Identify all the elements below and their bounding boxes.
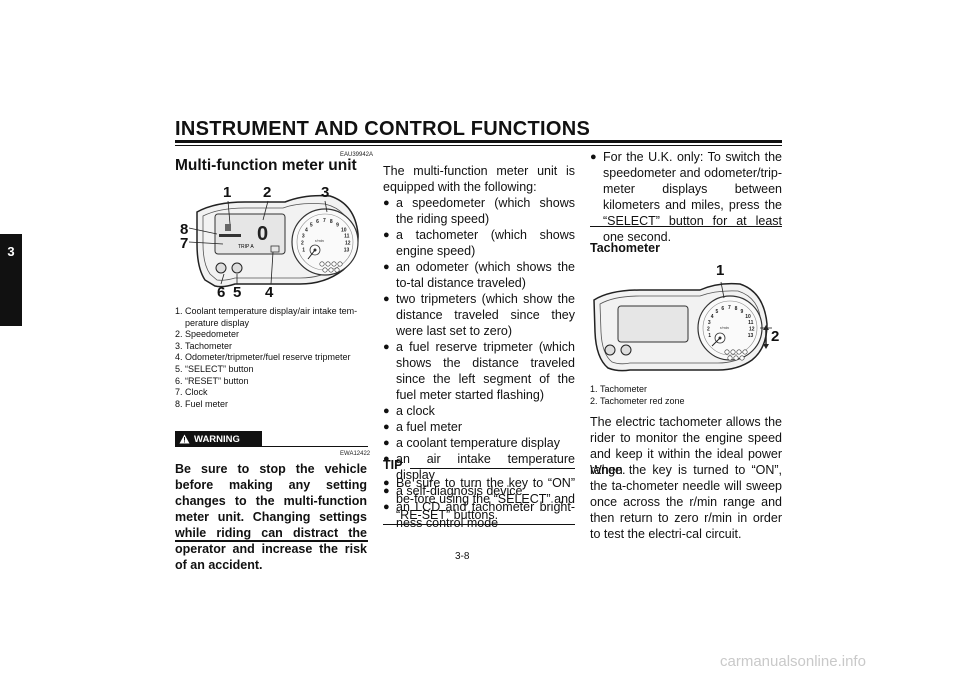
tip-bottom-rule — [383, 524, 575, 525]
list-item: ●two tripmeters (which show the distance… — [383, 292, 575, 338]
figure-label-5: 5 — [233, 284, 242, 301]
gauge-number: 8 — [735, 306, 738, 312]
gauge-number: 8 — [330, 219, 333, 225]
tach-figure-label-1: 1 — [716, 262, 725, 279]
header-rule — [175, 140, 782, 143]
tach-paragraph-1: The electric tachometer allows the rider… — [590, 415, 782, 477]
gauge-number: 12 — [749, 327, 755, 333]
gauge-number: 6 — [721, 306, 724, 312]
gauge-number: 6 — [316, 219, 319, 225]
list-item: ●a fuel meter — [383, 420, 463, 434]
section-title: Multi-function meter unit — [175, 157, 357, 174]
warning-text: Be sure to stop the vehicle before makin… — [175, 462, 367, 572]
gauge-number: 7 — [323, 218, 326, 224]
tachometer-heading: Tachometer — [590, 241, 660, 255]
tip-label: TIP — [383, 458, 403, 472]
svg-text:r/min: r/min — [720, 325, 729, 330]
figure-label-6: 6 — [217, 284, 226, 301]
warning-badge: WARNING — [175, 431, 262, 447]
list-item: ●an odometer (which shows the to-tal dis… — [383, 260, 575, 290]
tach-paragraph-2: When the key is turned to “ON”, the ta-c… — [590, 463, 782, 541]
list-item: ●For the U.K. only: To switch the speedo… — [590, 150, 782, 244]
figure-label-4: 4 — [265, 284, 274, 301]
warning-bottom-rule — [175, 540, 368, 542]
warning-code: EWA12422 — [340, 451, 371, 457]
tip-item: ●Be sure to turn the key to “ON” be-fore… — [383, 476, 575, 522]
gauge-number: 13 — [748, 333, 754, 339]
legend-item: 6.“RESET” button — [175, 375, 249, 386]
meter-legend: 1.Coolant temperature display/air intake… — [175, 306, 367, 410]
list-item: ●a tachometer (which shows engine speed) — [383, 228, 575, 258]
figure-label-2: 2 — [263, 184, 272, 201]
legend-item: 8.Fuel meter — [175, 398, 229, 409]
legend-item: 2.Tachometer red zone — [590, 395, 685, 406]
warning-triangle-icon — [179, 434, 190, 444]
gauge-number: 10 — [341, 227, 347, 233]
warning-label: WARNING — [194, 433, 240, 445]
warning-rule — [262, 446, 368, 447]
tip-list: ●Be sure to turn the key to “ON” be-fore… — [383, 475, 575, 523]
figure-label-8: 8 — [180, 221, 189, 238]
uk-rule — [590, 226, 782, 227]
legend-item: 1.Coolant temperature display/air intake… — [175, 306, 358, 328]
chapter-tab: 3 — [0, 234, 22, 326]
legend-item: 5.“SELECT” button — [175, 363, 254, 374]
gauge-number: 3 — [302, 234, 305, 240]
tach-figure-label-2: 2 — [771, 328, 780, 345]
svg-text:r/min: r/min — [315, 238, 324, 243]
gauge-number: 10 — [745, 314, 751, 320]
legend-item: 1.Tachometer — [590, 384, 648, 394]
list-item: ●a coolant temperature display — [383, 436, 560, 450]
intro-text: The multi-function meter unit is equippe… — [383, 164, 575, 194]
gauge-number: 11 — [344, 234, 350, 240]
header-rule-thin — [175, 145, 782, 146]
figure-label-3: 3 — [321, 184, 330, 201]
legend-item: 2.Speedometer — [175, 329, 240, 340]
gauge-number: 4 — [305, 227, 308, 233]
section-code: EAU39942A — [340, 152, 374, 158]
list-item: ●a fuel reserve tripmeter (which shows t… — [383, 340, 575, 402]
watermark: carmanualsonline.info — [720, 653, 866, 670]
list-item: ●an LCD and tachometer bright-ness contr… — [383, 500, 575, 530]
gauge-number: 2 — [301, 241, 304, 247]
svg-text:0: 0 — [257, 223, 268, 245]
figure-label-1: 1 — [223, 184, 232, 201]
gauge-number: 1 — [708, 333, 711, 339]
page-header: INSTRUMENT AND CONTROL FUNCTIONS — [175, 118, 591, 140]
gauge-number: 2 — [707, 327, 710, 333]
gauge-number: 1 — [302, 248, 305, 254]
list-item: ●a speedometer (which shows the riding s… — [383, 196, 575, 226]
gauge-number: 9 — [741, 309, 744, 315]
legend-item: 3.Tachometer — [175, 340, 233, 351]
gauge-number: 12 — [345, 241, 351, 247]
list-item: ●an air intake temperature display — [383, 452, 575, 482]
gauge-number: 9 — [336, 222, 339, 228]
legend-item: 7.Clock — [175, 387, 208, 398]
page-number: 3-8 — [455, 551, 470, 562]
tip-rule — [410, 468, 575, 469]
gauge-number: 4 — [711, 314, 714, 320]
legend-item: 4.Odometer/tripmeter/fuel reserve tripme… — [175, 352, 351, 363]
tach-legend: 1.Tachometer 2.Tachometer red zone — [590, 384, 782, 407]
gauge-number: 11 — [748, 320, 754, 326]
svg-text:TRIP A: TRIP A — [238, 244, 254, 250]
list-item: ●a clock — [383, 404, 435, 418]
gauge-number: 5 — [716, 309, 719, 315]
gauge-number: 5 — [310, 222, 313, 228]
feature-list: ●a speedometer (which shows the riding s… — [383, 195, 575, 531]
gauge-number: 13 — [344, 248, 350, 254]
figure-label-7: 7 — [180, 235, 189, 252]
gauge-number: 7 — [728, 305, 731, 311]
uk-note: ●For the U.K. only: To switch the speedo… — [590, 149, 782, 245]
list-item: ●a self-diagnosis device — [383, 484, 523, 498]
gauge-number: 3 — [708, 320, 711, 326]
